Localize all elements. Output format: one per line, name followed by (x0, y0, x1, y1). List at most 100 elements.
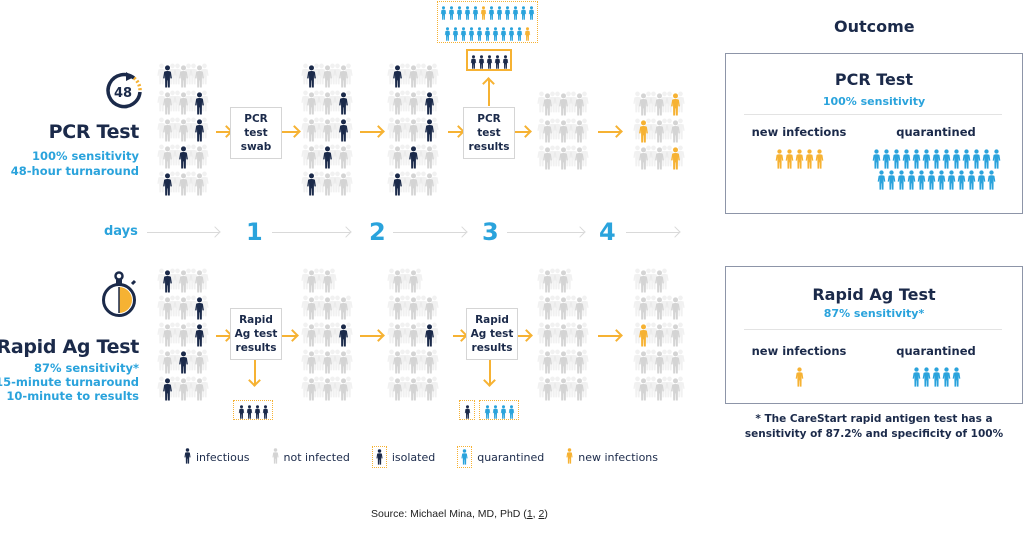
quarantined-person-icon (957, 170, 966, 194)
not-infected-person-icon (419, 63, 439, 88)
rapid-sensitivity: 87% sensitivity* (33, 361, 139, 375)
quarantined-person-icon (488, 5, 495, 24)
pcr-arrow-6 (598, 131, 620, 133)
grid-row (387, 117, 439, 142)
quarantined-person-icon (528, 5, 535, 24)
not-infected-person-icon (189, 376, 209, 401)
pcr-turnaround: 48-hour turnaround (10, 164, 139, 178)
new-infection-person-icon (795, 149, 804, 173)
quarantined-person-icon (942, 149, 951, 173)
infectious-person-icon (333, 117, 353, 142)
pcr-arrow-5 (515, 131, 529, 133)
grid-row (537, 322, 589, 347)
quarantined-person-icon (512, 5, 519, 24)
grid-row (633, 376, 685, 401)
not-infected-person-icon (301, 268, 321, 293)
rapid-quarantined-box-2 (479, 400, 519, 420)
day-1: 1 (246, 218, 263, 246)
infectious-person-icon (419, 117, 439, 142)
grid-row (633, 118, 685, 143)
pcr-arrow-4 (448, 131, 462, 133)
pcr-sensitivity: 100% sensitivity (31, 149, 139, 163)
not-infected-person-icon (301, 349, 321, 374)
quarantined-person-icon (508, 404, 515, 423)
pcr-grid-day4 (633, 91, 685, 173)
pcr-arrow-2 (282, 131, 298, 133)
rapid-grid-day4 (633, 268, 685, 404)
pcr-quarantined-box (437, 1, 538, 43)
infectious-person-icon (333, 90, 353, 115)
not-infected-person-icon (173, 268, 193, 293)
not-infected-person-icon (301, 90, 321, 115)
not-infected-person-icon (569, 295, 589, 320)
grid-row (633, 268, 684, 293)
new-infection-person-icon (815, 149, 824, 173)
quarantined-person-icon (932, 367, 941, 391)
not-infected-person-icon (317, 295, 337, 320)
not-infected-person-icon (633, 295, 653, 320)
quarantined-person-icon (922, 367, 931, 391)
legend-not-infected: not infected (271, 447, 350, 467)
isolated-person-icon (371, 446, 387, 468)
not-infected-person-icon (387, 90, 407, 115)
source-link-1[interactable]: 1 (526, 508, 533, 520)
outcome-rapid-quarantined-label: quarantined (896, 344, 976, 358)
grid-row (537, 118, 589, 143)
infectious-person-icon (317, 144, 337, 169)
grid-row (633, 91, 685, 116)
not-infected-person-icon (157, 295, 177, 320)
rapid-stopwatch-icon (100, 270, 142, 318)
outcome-rapid-title: Rapid Ag Test (812, 285, 936, 304)
not-infected-person-icon (633, 376, 653, 401)
quarantined-person-icon (952, 367, 961, 391)
quarantined-person-icon (942, 367, 951, 391)
grid-row (633, 145, 685, 170)
grid-row (301, 295, 353, 320)
not-infected-person-icon (189, 171, 209, 196)
not-infected-person-icon (553, 145, 573, 170)
not-infected-person-icon (403, 376, 423, 401)
infectious-person-icon (173, 144, 193, 169)
quarantined-person-icon (492, 26, 499, 45)
not-infected-person-icon (387, 144, 407, 169)
new-infection-person-icon (633, 118, 653, 143)
quarantined-person-icon (987, 170, 996, 194)
day-arrow-5 (626, 232, 679, 233)
not-infected-person-icon (173, 171, 193, 196)
not-infected-person-icon (189, 63, 209, 88)
not-infected-person-icon (173, 295, 193, 320)
grid-row (387, 63, 439, 88)
quarantined-person-icon (912, 367, 921, 391)
quarantined-person-icon (922, 149, 931, 173)
not-infected-person-icon (665, 322, 685, 347)
grid-row (387, 90, 439, 115)
not-infected-person-icon (649, 91, 669, 116)
grid-row (157, 63, 209, 88)
outcome-heading: Outcome (834, 17, 915, 36)
quarantined-person-icon (887, 170, 896, 194)
not-infected-person-icon (173, 63, 193, 88)
quarantined-person-icon (500, 26, 507, 45)
not-infected-person-icon (157, 322, 177, 347)
not-infected-person-icon (333, 376, 353, 401)
quarantined-person-icon (937, 170, 946, 194)
grid-row (633, 295, 685, 320)
grid-row (537, 268, 588, 293)
not-infected-person-icon (157, 117, 177, 142)
not-infected-person-icon (301, 144, 321, 169)
quarantined-person-icon (977, 170, 986, 194)
grid-row (387, 349, 439, 374)
quarantined-person-icon (464, 5, 471, 24)
quarantined-person-icon (872, 149, 881, 173)
not-infected-person-icon (157, 90, 177, 115)
not-infected-person-icon (403, 117, 423, 142)
not-infected-person-icon (569, 322, 589, 347)
not-infected-person-icon (569, 118, 589, 143)
rapid-arrow-4 (453, 335, 465, 337)
rapid-turnaround: 15-minute turnaround (0, 375, 139, 389)
rapid-to-results: 10-minute to results (6, 389, 139, 403)
not-infected-person-icon (537, 118, 557, 143)
not-infected-person-icon (553, 268, 573, 293)
source-link-2[interactable]: 2 (538, 508, 545, 520)
